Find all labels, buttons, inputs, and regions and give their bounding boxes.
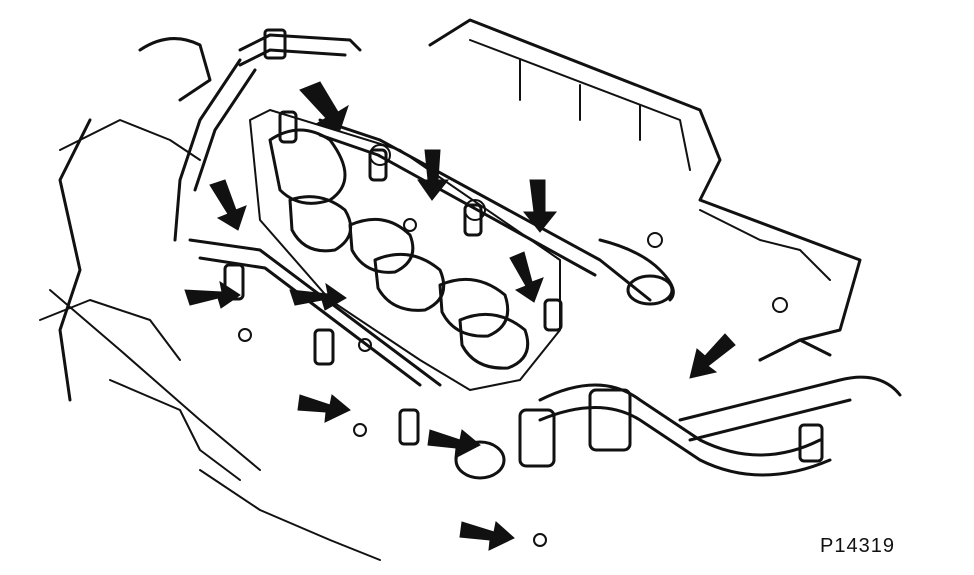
arrow-icon: [689, 333, 736, 379]
arrow-group: [184, 81, 736, 551]
arrow-icon: [299, 81, 349, 131]
arrow-icon: [509, 251, 544, 303]
fuel-delivery-pipe: [188, 118, 652, 387]
arrow-icon: [427, 429, 481, 459]
engine-block-left: [39, 37, 381, 561]
arrow-icon: [184, 280, 241, 309]
arrow-icon: [522, 179, 558, 233]
intake-ports: [249, 109, 561, 391]
arrow-icon: [417, 149, 450, 201]
arrow-icon: [459, 521, 515, 551]
arrow-icon: [289, 282, 347, 311]
cylinder-head-cover: [428, 18, 862, 362]
injectors: [223, 110, 563, 446]
figure-code-label: P14319: [820, 535, 895, 557]
arrow-icon: [209, 179, 247, 231]
top-fuel-hose: [173, 28, 362, 242]
hoses: [454, 238, 902, 480]
clip-marks: [238, 218, 547, 547]
arrow-icon: [297, 394, 351, 423]
